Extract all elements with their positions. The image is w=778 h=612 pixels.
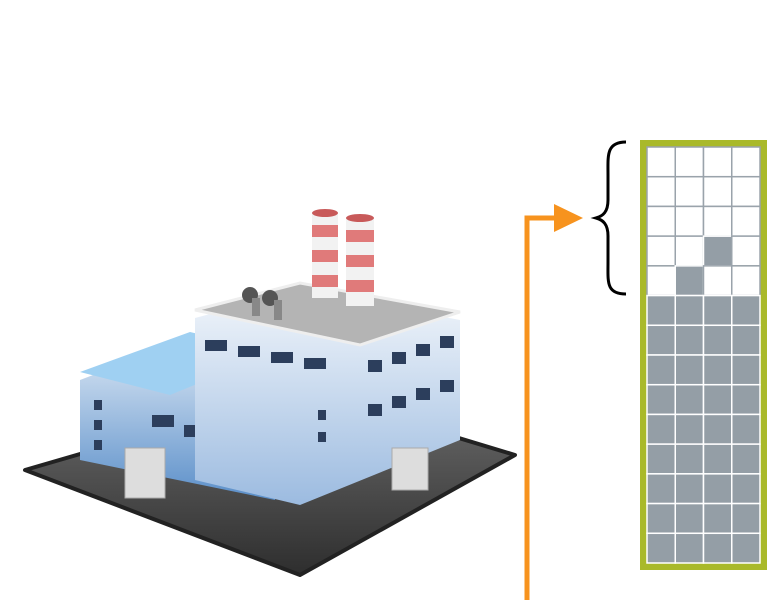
grid-cell-empty	[731, 265, 761, 297]
grid-cell-filled	[646, 532, 676, 564]
grid-cell-empty	[674, 146, 705, 178]
grid-cell-filled	[674, 354, 705, 386]
grid-cell-empty	[646, 175, 676, 208]
grid-cell-filled	[702, 235, 733, 267]
grid-cell-filled	[702, 324, 733, 356]
grid-cell-filled	[674, 443, 705, 475]
tall-building	[194, 281, 461, 505]
grid-cell-filled	[702, 413, 733, 445]
grid-cell-filled	[674, 502, 705, 535]
grid-cell-filled	[731, 324, 761, 356]
grid-cell-filled	[731, 502, 761, 535]
grid-cell-filled	[674, 532, 705, 564]
grid-cell-filled	[731, 354, 761, 386]
grid-cell-filled	[731, 294, 761, 327]
grid-cell-empty	[731, 205, 761, 237]
grid-cell-filled	[646, 354, 676, 386]
grid-cell-filled	[702, 473, 733, 505]
curly-brace-icon	[590, 140, 627, 296]
grid-cell-empty	[702, 265, 733, 297]
grid-cell-filled	[731, 413, 761, 445]
grid-cell-filled	[702, 443, 733, 475]
storage-grid	[640, 140, 767, 570]
grid-cell-empty	[702, 205, 733, 237]
grid-cell-filled	[674, 473, 705, 505]
grid-cell-filled	[731, 443, 761, 475]
grid-cell-empty	[646, 205, 676, 237]
arrow-right-icon	[524, 204, 583, 600]
grid-cell-filled	[646, 383, 676, 416]
grid-cell-empty	[731, 175, 761, 208]
grid-cell-filled	[674, 324, 705, 356]
chimneys	[242, 209, 374, 320]
grid-cell-filled	[646, 443, 676, 475]
grid-cell-filled	[702, 532, 733, 564]
grid-cell-filled	[731, 532, 761, 564]
grid-cell-filled	[646, 502, 676, 535]
grid-cell-filled	[674, 413, 705, 445]
grid-cell-empty	[674, 205, 705, 237]
grid-cell-filled	[731, 473, 761, 505]
grid-cell-filled	[646, 294, 676, 327]
grid-cell-empty	[646, 146, 676, 178]
grid-cell-filled	[702, 383, 733, 416]
grid-cell-filled	[646, 473, 676, 505]
grid-cell-filled	[646, 413, 676, 445]
grid-cell-empty	[702, 175, 733, 208]
grid-cell-filled	[646, 324, 676, 356]
grid-cell-empty	[646, 235, 676, 267]
grid-cell-empty	[731, 146, 761, 178]
grid-cell-empty	[702, 146, 733, 178]
grid-cell-empty	[646, 265, 676, 297]
grid-cell-empty	[674, 235, 705, 267]
grid-cell-filled	[674, 383, 705, 416]
grid-cell-empty	[674, 175, 705, 208]
grid-cell-filled	[702, 294, 733, 327]
grid-cell-filled	[702, 354, 733, 386]
grid-cell-empty	[731, 235, 761, 267]
factory-building-icon	[23, 209, 517, 577]
grid-cell-filled	[702, 502, 733, 535]
grid-cell-filled	[731, 383, 761, 416]
grid-cell-filled	[674, 265, 705, 297]
grid-cell-filled	[674, 294, 705, 327]
